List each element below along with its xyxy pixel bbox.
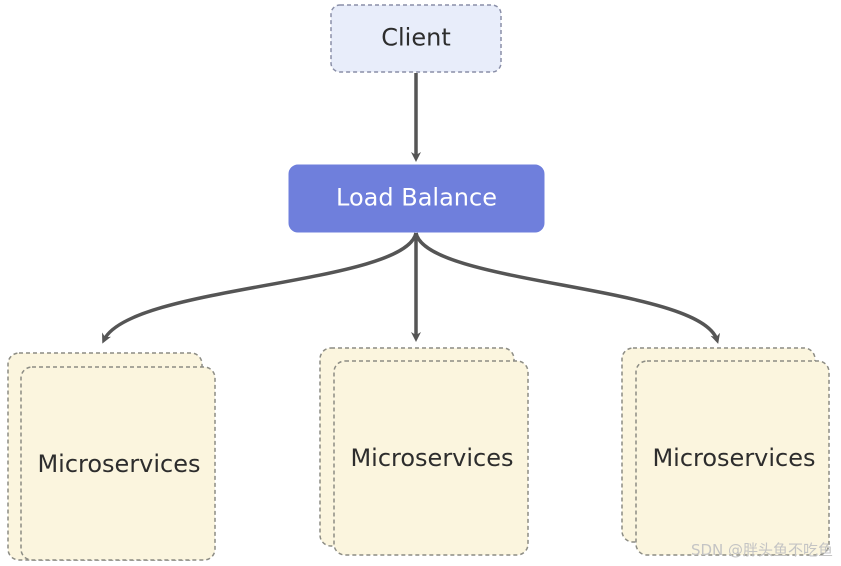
microservices-label: Microservices <box>350 444 513 472</box>
connectors <box>102 73 720 344</box>
arrow-load-balance-to-service-3 <box>414 232 720 344</box>
microservices-stack-2: Microservices <box>319 347 529 556</box>
client-label: Client <box>381 24 450 52</box>
load-balance-label: Load Balance <box>336 184 497 212</box>
arrow-load-balance-to-service-1 <box>102 232 418 344</box>
microservices-label: Microservices <box>37 450 200 478</box>
microservices-card-front <box>635 360 830 556</box>
load-balance-node: Load Balance <box>288 164 545 233</box>
microservices-card-front <box>20 366 216 561</box>
watermark: SDN @胖头鱼不吃鱼 <box>690 541 833 559</box>
microservices-card-front <box>333 360 529 556</box>
microservices-stack-1: Microservices <box>7 352 216 561</box>
microservices-label: Microservices <box>652 444 815 472</box>
microservices-stack-3: Microservices <box>621 347 830 556</box>
client-node: Client <box>330 4 502 73</box>
